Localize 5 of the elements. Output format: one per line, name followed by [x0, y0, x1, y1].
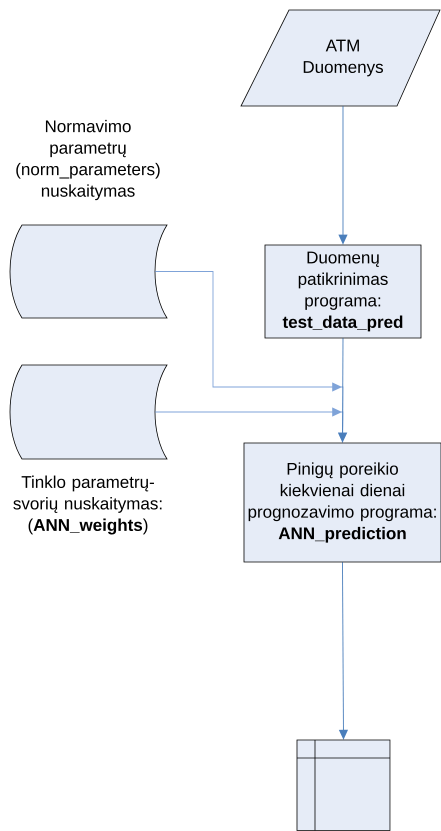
process-box: Pinigų poreikio kiekvienai dienai prognozavimo programa: ANN_prediction	[244, 442, 441, 562]
node-caption: Normavimo parametrų (norm_parameters) nuskaitymas	[16, 120, 160, 200]
node-caption: Tinklo parametrų- svorių nuskaitymas: (ANN_weights)	[13, 476, 162, 534]
process-box: Duomenų patikrinimas programa: test_data_pred	[264, 244, 422, 338]
internal-storage-shape	[296, 740, 390, 831]
